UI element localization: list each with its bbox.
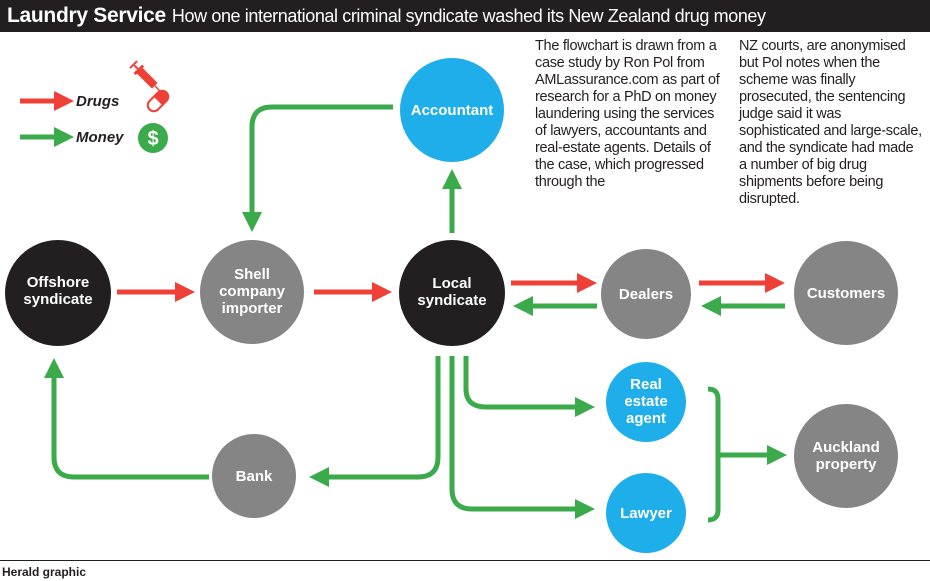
node-accountant: Accountant bbox=[400, 58, 504, 162]
node-lawyer: Lawyer bbox=[606, 473, 686, 553]
node-label-line: estate bbox=[624, 393, 667, 410]
bracket-professionals-to-property bbox=[707, 386, 773, 523]
legend-drugs-label: Drugs bbox=[76, 93, 119, 110]
node-label-line: property bbox=[816, 456, 878, 473]
page-subtitle: How one international criminal syndicate… bbox=[171, 5, 766, 26]
dollar-coin-icon: $ bbox=[138, 123, 168, 153]
node-bank: Bank bbox=[212, 434, 296, 518]
svg-text:$: $ bbox=[147, 128, 158, 150]
node-label-line: Accountant bbox=[411, 102, 494, 119]
node-customers: Customers bbox=[794, 241, 898, 345]
node-label-line: syndicate bbox=[23, 291, 92, 308]
node-label-line: Real bbox=[630, 376, 662, 393]
arrow-local-to-lawyer bbox=[449, 356, 595, 519]
node-label-line: company bbox=[219, 283, 286, 300]
node-label-line: agent bbox=[626, 410, 666, 427]
node-label-line: Auckland bbox=[812, 439, 880, 456]
legend-money-label: Money bbox=[76, 129, 124, 146]
arrow-accountant-to-shell bbox=[242, 104, 393, 232]
node-label-line: syndicate bbox=[417, 292, 486, 309]
node-label-line: Lawyer bbox=[620, 505, 672, 522]
money-flow-arrows bbox=[44, 104, 785, 523]
node-label-line: Local bbox=[432, 275, 471, 292]
node-label-line: Bank bbox=[236, 468, 273, 485]
footer-divider bbox=[0, 560, 930, 561]
syringe-pill-icon bbox=[129, 60, 170, 113]
arrow-local-to-real-estate bbox=[463, 356, 595, 417]
node-dealers: Dealers bbox=[601, 249, 691, 339]
legend: Drugs Money $ bbox=[20, 60, 170, 153]
node-label-line: importer bbox=[222, 300, 283, 317]
arrow-bank-to-offshore bbox=[44, 358, 209, 480]
page-title: Laundry Service bbox=[7, 4, 166, 27]
arrow-local-to-bank bbox=[309, 356, 441, 487]
case-note-column-1: The flowchart is drawn from a case study… bbox=[535, 38, 720, 190]
node-label-line: Offshore bbox=[27, 274, 90, 291]
node-label-line: Customers bbox=[807, 285, 885, 302]
drug-flow-arrows bbox=[117, 273, 785, 302]
header-bar: Laundry Service How one international cr… bbox=[0, 0, 930, 32]
node-label-line: Dealers bbox=[619, 286, 673, 303]
graphic-credit: Herald graphic bbox=[2, 565, 87, 579]
case-note-column-2: NZ courts, are anonymised but Pol notes … bbox=[739, 38, 922, 207]
node-label-line: Shell bbox=[234, 266, 270, 283]
